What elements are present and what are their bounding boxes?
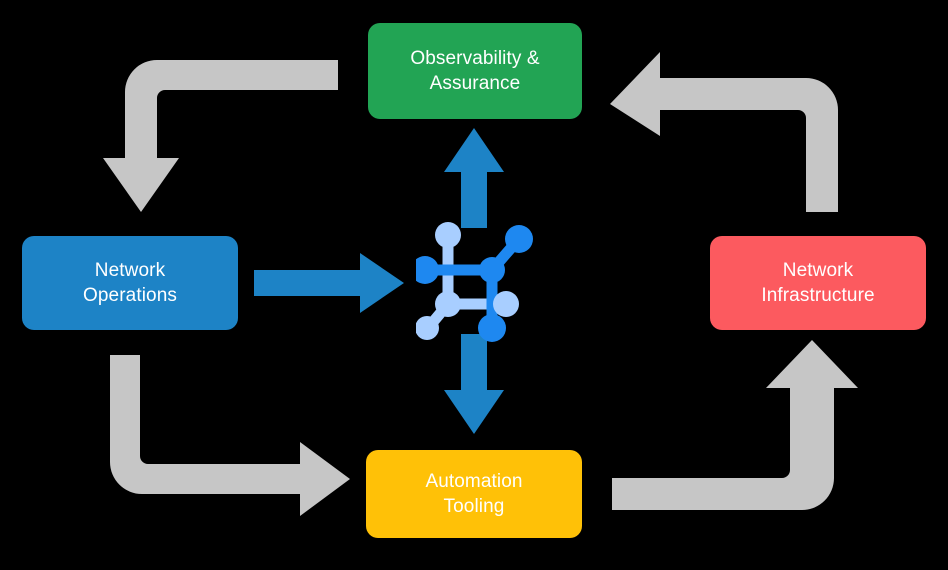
node-label-observability: Observability & Assurance	[410, 47, 540, 94]
arrow-automation-tooling-to-network-infrastructure	[612, 340, 858, 510]
node-box-observability[interactable]: Observability & Assurance	[368, 23, 582, 119]
node-box-network-operations[interactable]: Network Operations	[22, 236, 238, 330]
node-label-automation-tooling: Automation Tooling	[425, 470, 523, 517]
arrow-network-infrastructure-to-observability-shape	[610, 52, 838, 212]
arrow-network-operations-to-center	[254, 253, 404, 313]
node-label-network-operations: Network Operations	[83, 259, 177, 306]
arrow-center-to-observability	[444, 128, 504, 228]
network-graph-icon	[416, 222, 533, 342]
network-graph-bright-nodes	[416, 225, 533, 342]
arrow-center-to-automation-tooling	[444, 334, 504, 434]
network-graph-light-nodes	[416, 222, 519, 340]
arrow-network-operations-to-automation-tooling	[110, 355, 350, 516]
node-box-network-infrastructure[interactable]: Network Infrastructure	[710, 236, 926, 330]
node-box-automation-tooling[interactable]: Automation Tooling	[366, 450, 582, 538]
node-label-network-infrastructure: Network Infrastructure	[761, 259, 875, 306]
arrow-observability-to-network-operations	[103, 60, 338, 212]
